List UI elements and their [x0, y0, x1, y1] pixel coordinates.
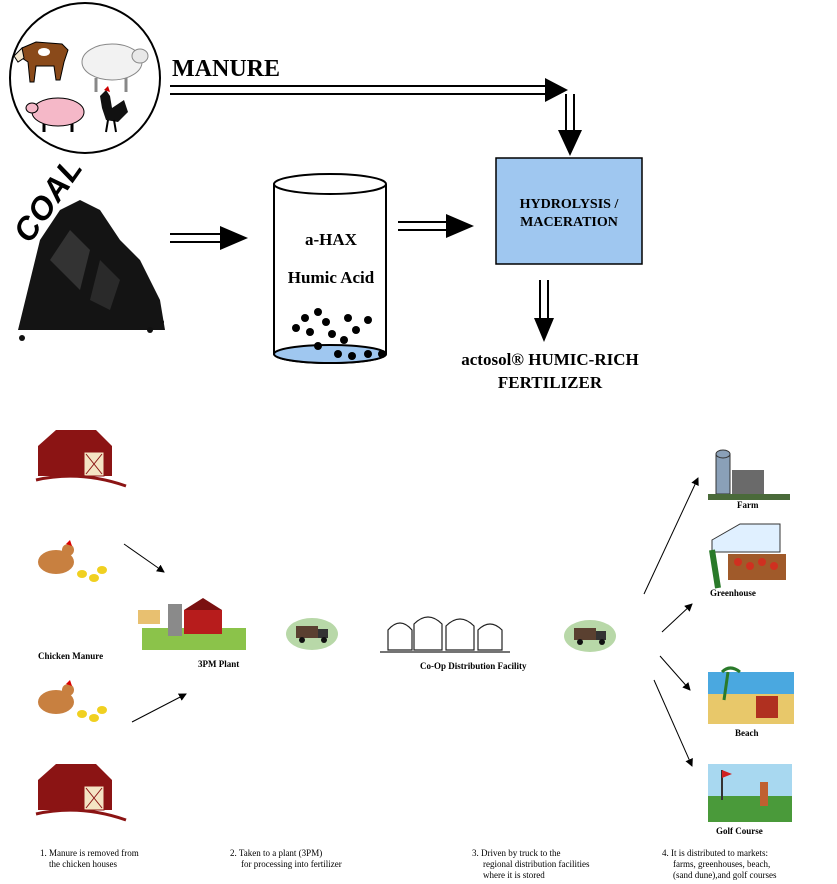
plant-label: 3PM Plant — [198, 659, 240, 669]
market-farm-label: Farm — [737, 500, 759, 510]
arrow-to-golf — [653, 679, 693, 767]
arrow-chickens-to-plant-top — [123, 543, 165, 573]
step-2-line1: 2. Taken to a plant (3PM) — [230, 848, 323, 858]
cow-icon — [13, 41, 69, 83]
step-1: 1. Manure is removed from the chicken ho… — [40, 848, 210, 870]
market-beach-label: Beach — [735, 728, 759, 738]
greenhouse-icon — [709, 523, 786, 589]
golf-course-icon — [708, 764, 792, 822]
product-label-line2: FERTILIZER — [497, 373, 603, 392]
coal-pile-icon — [18, 200, 165, 341]
step-3-line2: regional distribution facilities — [483, 859, 590, 869]
beach-icon — [708, 666, 794, 724]
market-golf-course-label: Golf Course — [716, 826, 763, 836]
barn-top-icon — [35, 430, 127, 488]
process-label: HYDROLYSIS / MACERATION — [496, 196, 642, 232]
step-4-line2: farms, greenhouses, beach, — [673, 859, 771, 869]
product-label-line1: actosol® HUMIC-RICH — [461, 350, 639, 369]
humic-particles — [292, 308, 386, 360]
truck-2-icon — [564, 620, 616, 652]
step-2: 2. Taken to a plant (3PM) for processing… — [230, 848, 420, 870]
truck-1-icon — [286, 618, 338, 650]
process-label-line2: MACERATION — [520, 215, 618, 230]
step-4-line3: (sand dune),and golf courses — [673, 870, 777, 880]
tank-label-line1: a-HAX — [305, 230, 357, 249]
step-3: 3. Driven by truck to the regional distr… — [472, 848, 662, 881]
rooster-icon — [100, 86, 128, 133]
process-label-line1: HYDROLYSIS / — [519, 197, 619, 212]
farm-icon — [708, 449, 790, 500]
manure-label: MANURE — [172, 56, 280, 82]
arrow-to-greenhouse — [661, 603, 693, 633]
manure-arrow — [170, 78, 582, 156]
pig-icon — [25, 97, 85, 132]
arrow-chickens-to-plant-bottom — [131, 693, 187, 723]
step-4: 4. It is distributed to markets: farms, … — [662, 848, 834, 881]
plant-icon — [138, 598, 246, 650]
animals-circle — [9, 2, 161, 154]
arrow-to-beach — [659, 655, 691, 691]
tank-label-line2: Humic Acid — [287, 268, 375, 287]
step-3-line1: 3. Driven by truck to the — [472, 848, 561, 858]
coop-facility-icon — [380, 616, 510, 653]
process-box — [495, 157, 643, 265]
barn-bottom-icon — [35, 764, 127, 822]
humic-acid-tank — [273, 173, 387, 364]
coop-label: Co-Op Distribution Facility — [420, 661, 527, 671]
step-3-line3: where it is stored — [483, 870, 545, 880]
product-label: actosol® HUMIC-RICH FERTILIZER — [420, 348, 680, 394]
chickens-top-icon — [38, 540, 107, 582]
step-2-line2: for processing into fertilizer — [241, 859, 342, 869]
chicken-manure-label: Chicken Manure — [38, 651, 104, 661]
step-1-line1: 1. Manure is removed from — [40, 848, 139, 858]
chickens-bottom-icon — [38, 680, 107, 722]
coal-to-tank-arrow — [170, 226, 248, 250]
step-4-line1: 4. It is distributed to markets: — [662, 848, 768, 858]
step-1-line2: the chicken houses — [49, 859, 117, 869]
sheep-icon — [81, 43, 149, 92]
arrow-to-farm — [643, 477, 699, 595]
market-greenhouse-label: Greenhouse — [710, 588, 756, 598]
process-to-product-arrow — [534, 280, 554, 342]
tank-to-process-arrow — [398, 214, 474, 238]
